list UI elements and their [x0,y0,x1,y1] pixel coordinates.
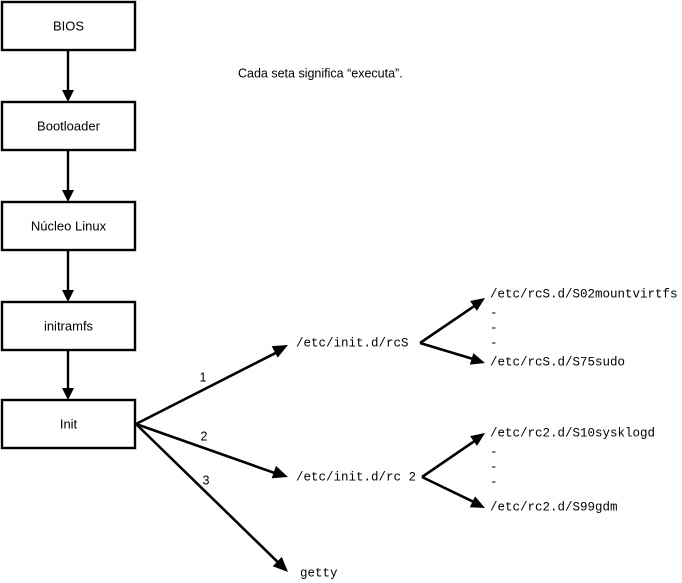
branch-2-line [135,422,276,475]
box-bios-label: BIOS [53,18,84,33]
bootloader-to-kernel-arrowhead [62,190,74,202]
boot-chain-connectors [62,50,74,400]
rcS-scripts-line-4: /etc/rcS.d/S75sudo [490,355,625,369]
branch-1-line [135,351,277,426]
rc2-scripts-line-0: /etc/rc2.d/S10sysklogd [490,426,655,440]
box-bios-rect [0,0,137,52]
box-kernel-rect [0,200,137,252]
bios-to-bootloader-arrowhead [62,90,74,102]
branch-3-number: 3 [203,473,210,487]
diagram-caption: Cada seta significa “executa”. [238,66,403,80]
branch-1-target-label: /etc/init.d/rcS [296,336,409,350]
rc2-scripts-line-2: - [490,460,498,474]
box-bios: BIOS [0,0,137,52]
rcS-branch-arrows [419,298,485,365]
branch-1-number: 1 [200,370,207,384]
rcS-scripts-top-arrowhead [470,298,485,311]
init-branch-number-labels: 1 2 3 [200,370,210,487]
rcS-scripts-line-1: - [490,306,498,320]
init-branch-target-labels: /etc/init.d/rcS/etc/init.d/rc 2 getty [296,336,416,580]
rc2-scripts-line-4: /etc/rc2.d/S99gdm [490,500,618,514]
branch-2-target-label: /etc/init.d/rc 2 [296,470,416,484]
branch-2-number: 2 [201,429,208,443]
rcS-scripts-top-line [419,304,476,345]
branch-3-line [135,423,280,564]
rc2-scripts-bottom-arrowhead [469,496,485,508]
box-bootloader-rect [0,100,137,152]
kernel-to-initramfs-arrowhead [62,290,74,302]
rc2-scripts-line-3: - [490,475,498,489]
rc2-scripts-bottom-line [421,475,475,503]
rcS-script-list: /etc/rcS.d/S02mountvirtfs---/etc/rcS.d/S… [490,287,678,369]
box-init-label: Init [60,416,78,431]
box-initramfs: initramfs [0,300,137,352]
rc2-branch-arrows [421,433,485,508]
box-init-rect [0,398,137,450]
branch-1-arrowhead [271,345,288,358]
initramfs-to-init-arrowhead [62,388,74,400]
init-branch-arrows [135,345,288,572]
rcS-scripts-bottom-line [419,341,473,361]
rcS-scripts-line-3: - [490,336,498,350]
rc2-scripts-top-line [421,439,476,479]
rcS-scripts-line-0: /etc/rcS.d/S02mountvirtfs [490,287,678,301]
box-bootloader: Bootloader [0,100,137,152]
branch-3-arrowhead [272,556,288,572]
branch-3-target-label: getty [300,566,338,580]
box-initramfs-label: initramfs [44,318,94,333]
rc2-scripts-line-1: - [490,445,498,459]
rc2-script-list: /etc/rc2.d/S10sysklogd---/etc/rc2.d/S99g… [490,426,655,514]
box-kernel-label: Núcleo Linux [31,218,107,233]
box-kernel: Núcleo Linux [0,200,137,252]
box-init: Init [0,398,137,450]
branch-2-arrowhead [271,465,288,479]
rcS-scripts-bottom-arrowhead [469,353,485,365]
rc2-scripts-top-arrowhead [470,433,485,446]
rcS-scripts-line-2: - [490,321,498,335]
box-bootloader-label: Bootloader [37,118,101,133]
box-initramfs-rect [0,300,137,352]
